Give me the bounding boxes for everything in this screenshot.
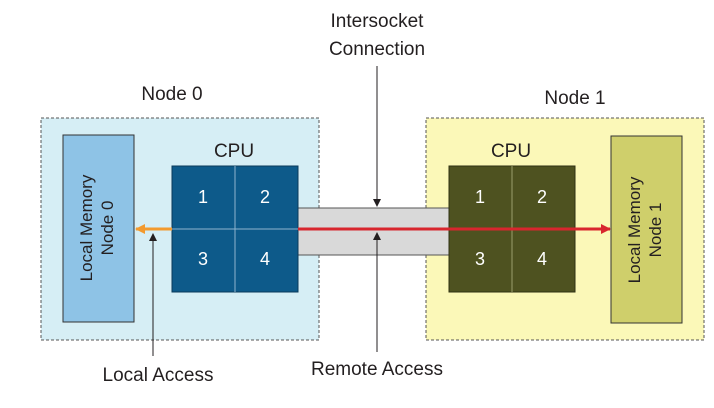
- node-0-core-1: 1: [198, 187, 208, 207]
- node-0-label: Node 0: [141, 84, 202, 105]
- node-1-memory-line-2: Node 1: [646, 203, 665, 258]
- node-1-local-memory: [610, 135, 683, 324]
- node-0-cpu-label: CPU: [214, 141, 254, 162]
- node-1-core-4: 4: [537, 249, 547, 269]
- remote-access-label: Remote Access: [311, 359, 443, 380]
- title-line-1: Intersocket: [331, 11, 425, 32]
- node-1-label: Node 1: [544, 88, 605, 109]
- node-1-cpu-label: CPU: [491, 141, 531, 162]
- node-1-core-1: 1: [475, 187, 485, 207]
- node-0-memory-line-2: Node 0: [98, 201, 117, 256]
- node-0-core-4: 4: [260, 249, 270, 269]
- local-access-label: Local Access: [103, 365, 214, 386]
- node-1-core-2: 2: [537, 187, 547, 207]
- title-line-2: Connection: [329, 39, 425, 60]
- node-1-core-3: 3: [475, 249, 485, 269]
- node-1-memory-line-1: Local Memory: [625, 176, 644, 283]
- node-0-core-2: 2: [260, 187, 270, 207]
- node-0-memory-line-1: Local Memory: [77, 174, 96, 281]
- node-0-local-memory: [62, 134, 135, 323]
- node-0-cpu: [171, 165, 299, 293]
- intersocket-connection: [296, 207, 450, 256]
- node-0-core-3: 3: [198, 249, 208, 269]
